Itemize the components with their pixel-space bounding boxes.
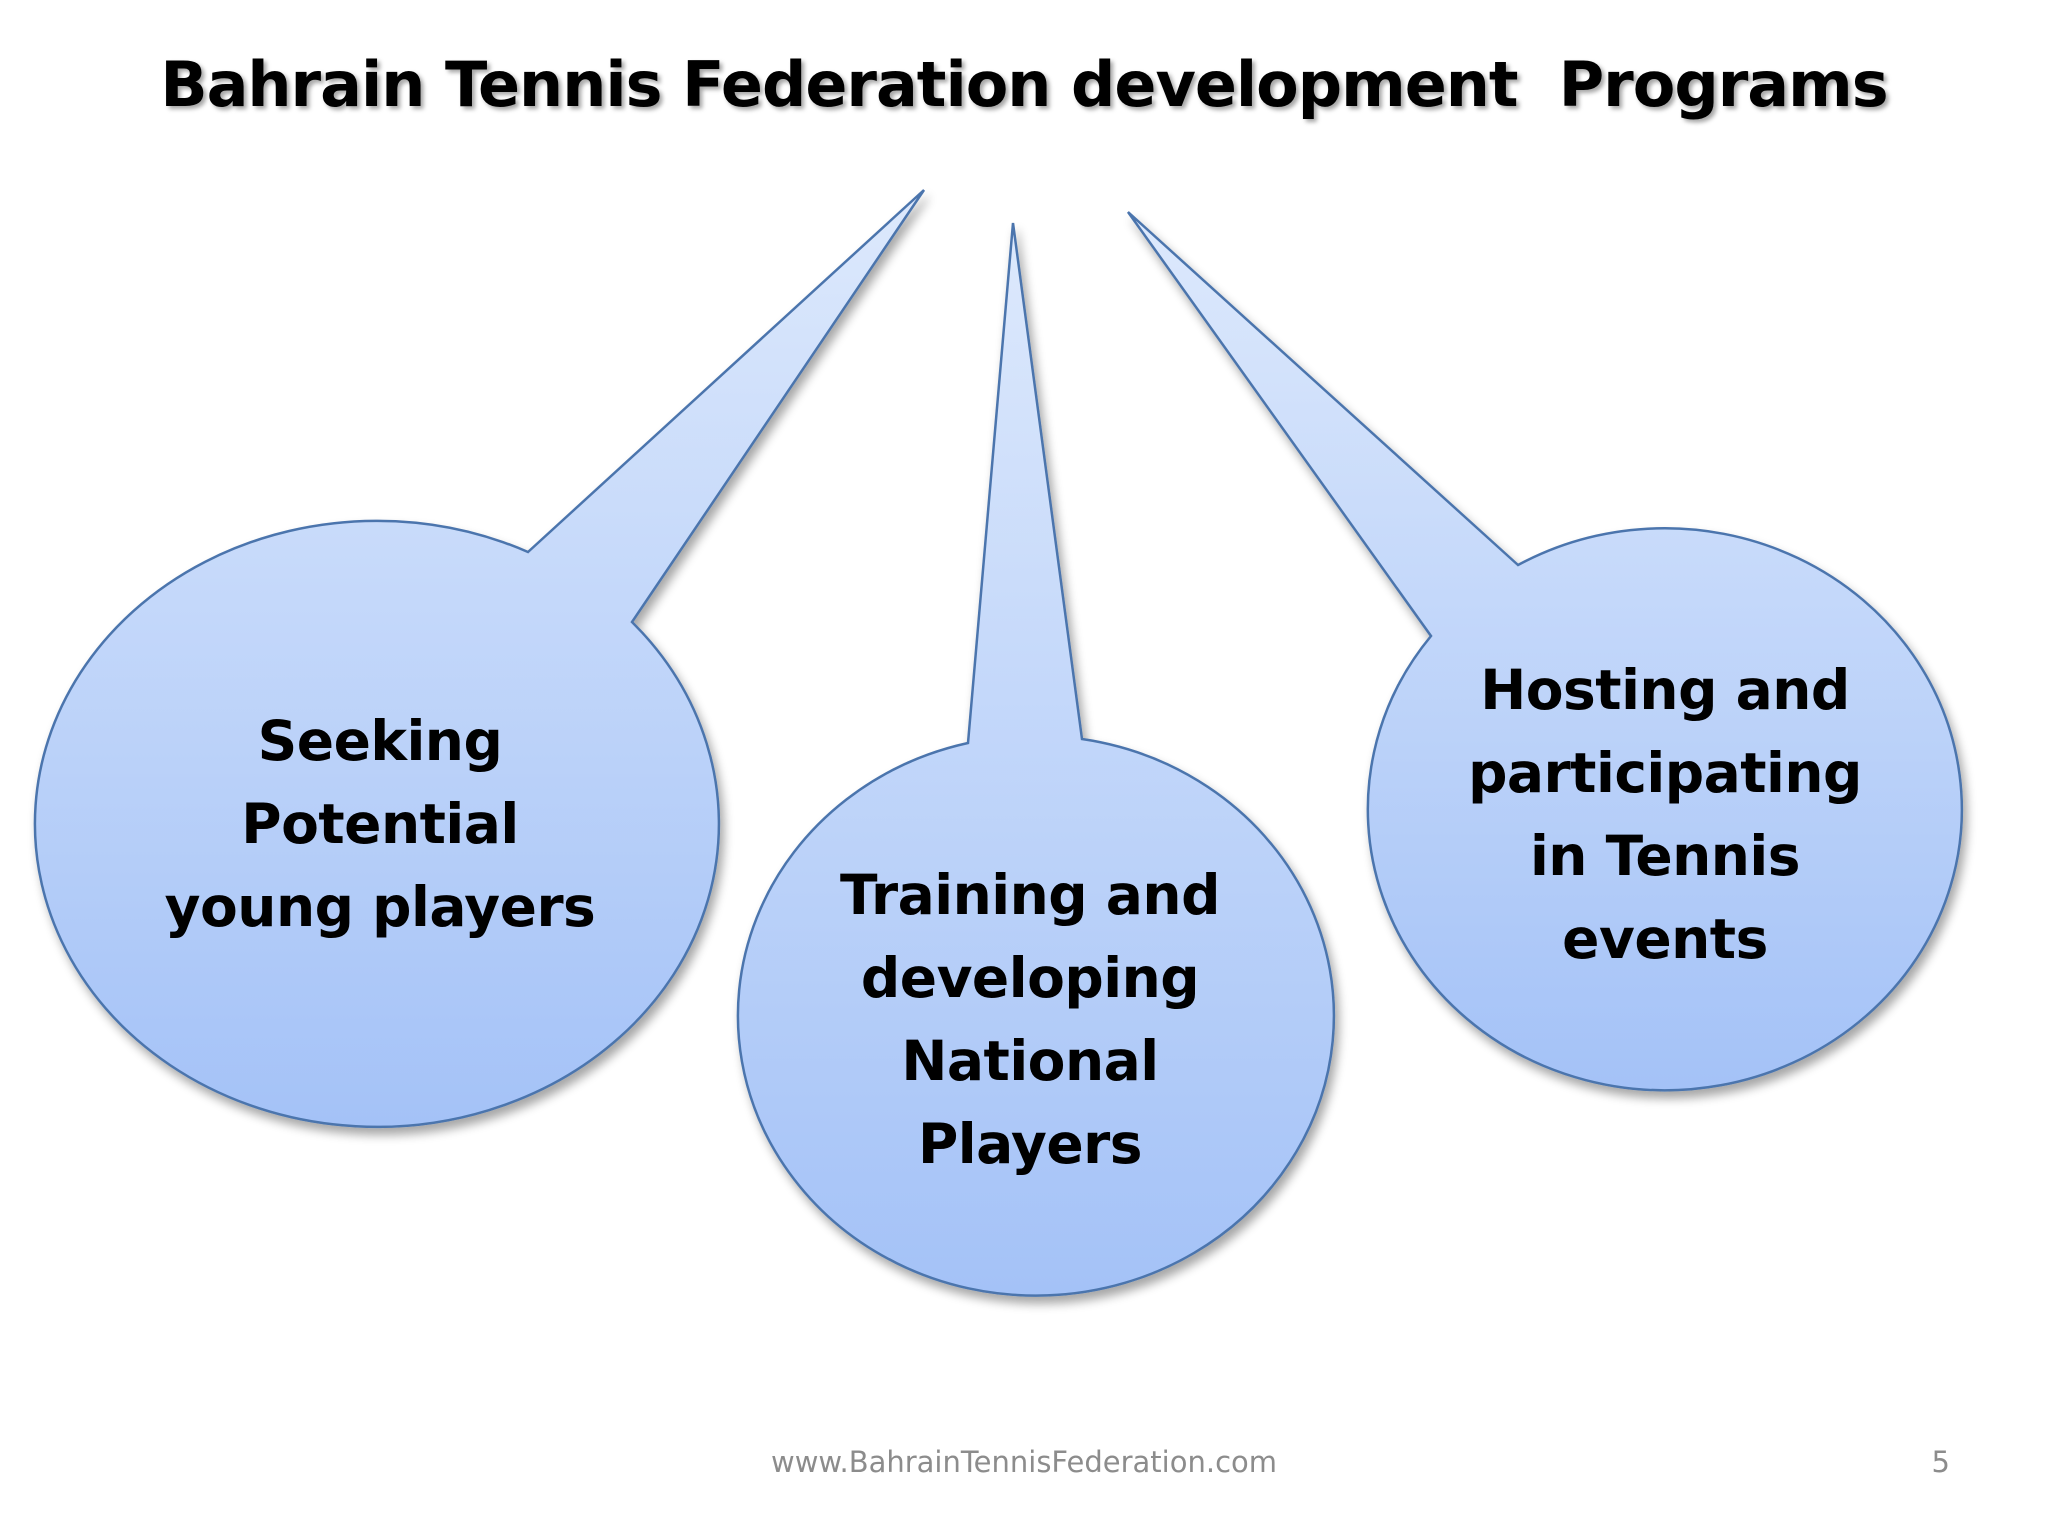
slide-title: Bahrain Tennis Federation development Pr… xyxy=(160,48,1888,121)
bubble-label-seeking: Seeking Potential young players xyxy=(164,709,596,939)
callout-bubble-hosting xyxy=(1126,211,1964,1092)
callout-bubble-training xyxy=(736,222,1336,1297)
bubble-label-training: Training and developing National Players xyxy=(840,863,1220,1176)
bubble-label-hosting: Hosting and participating in Tennis even… xyxy=(1468,658,1862,971)
footer-url: www.BahrainTennisFederation.com xyxy=(770,1445,1278,1479)
callout-bubble-seeking xyxy=(33,189,926,1129)
page-number: 5 xyxy=(1931,1445,1950,1479)
